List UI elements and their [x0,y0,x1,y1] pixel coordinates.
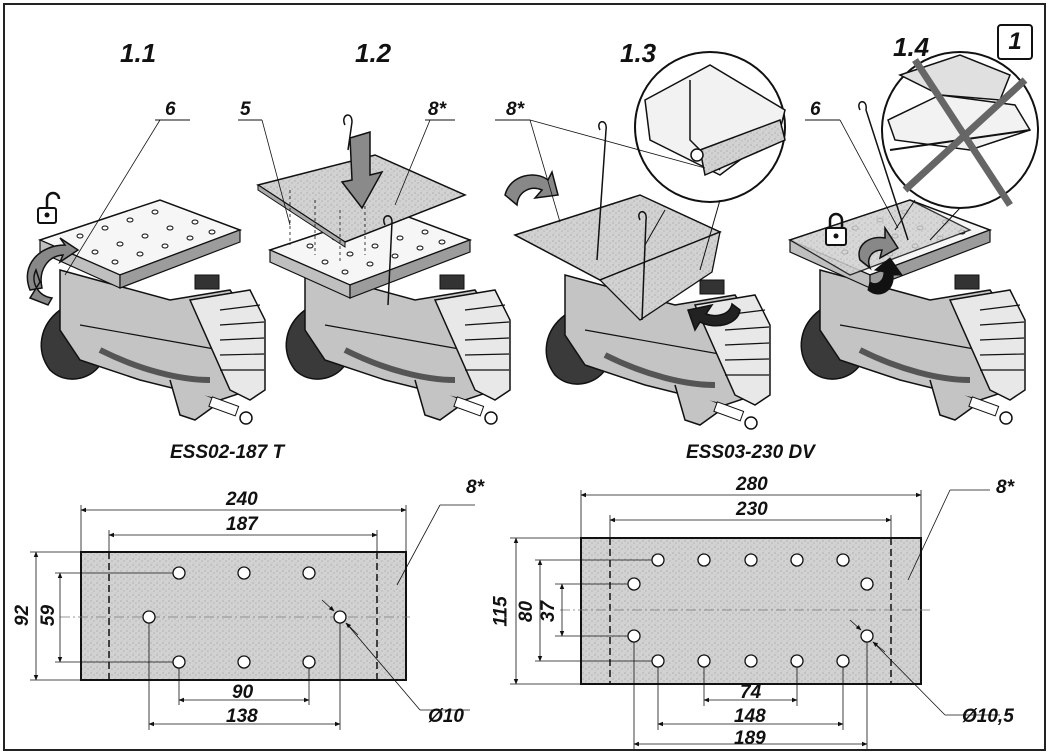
model-name-ess02: ESS02-187 T [170,442,285,463]
dim-outer-spacing: 138 [226,706,258,727]
step-label-1-4: 1.4 [893,32,930,62]
step-1-3-illustration [504,51,786,429]
dim-outer-spacing: 189 [734,728,766,749]
rotate-arrow-icon [26,237,80,306]
dim-inner-row-spacing: 37 [538,600,560,623]
step-label-1-1: 1.1 [120,38,157,68]
step-1-4-illustration [788,51,1039,424]
dim-overall-length: 240 [226,489,258,510]
dim-middle-spacing: 148 [734,706,766,727]
step-1-1-illustration [26,191,265,424]
callout-part-5-step2: 5 [240,99,251,120]
unlock-icon [37,191,61,224]
press-down-arrow-icon [340,130,384,210]
dim-overall-length: 280 [736,474,768,495]
dim-hole-pitch: 187 [226,514,258,535]
prohibited-cross-icon [902,58,1028,207]
detail-magnifier [881,51,1039,241]
sheet-drawing-ess03 [510,489,1000,750]
dim-sheet-height: 92 [12,604,34,627]
dim-hole-diameter: Ø10 [428,706,464,727]
callout-part-6-step1: 6 [165,99,176,120]
callout-part-8-sheet1: 8* [466,477,484,498]
lock-icon [825,212,847,246]
sheet-drawing-ess02 [30,504,475,730]
step-label-1-2: 1.2 [355,38,392,68]
callout-part-6-step4: 6 [810,99,821,120]
dim-row-spacing: 80 [516,600,538,623]
step-label-1-3: 1.3 [620,38,657,68]
dim-sheet-height: 115 [490,596,512,627]
detail-magnifier [634,51,786,271]
rotate-arrow-icon [858,225,903,295]
hole-pattern [627,553,874,668]
dim-inner-spacing: 74 [740,682,762,703]
hole-pattern [142,566,347,669]
dim-inner-spacing: 90 [232,682,254,703]
dim-hole-diameter: Ø10,5 [962,706,1014,727]
page-frame [3,3,1046,751]
dim-row-spacing: 59 [38,604,60,627]
rotate-arrow-icon [687,302,741,332]
callout-part-8-step2: 8* [428,99,446,120]
dim-hole-pitch: 230 [736,499,768,520]
rotate-arrow-icon [504,169,559,207]
figure-number-badge: 1 [997,24,1033,60]
step-1-2-illustration [256,114,510,424]
model-name-ess03: ESS03-230 DV [686,442,815,463]
callout-part-8-step3: 8* [506,99,524,120]
callout-part-8-sheet2: 8* [996,477,1014,498]
